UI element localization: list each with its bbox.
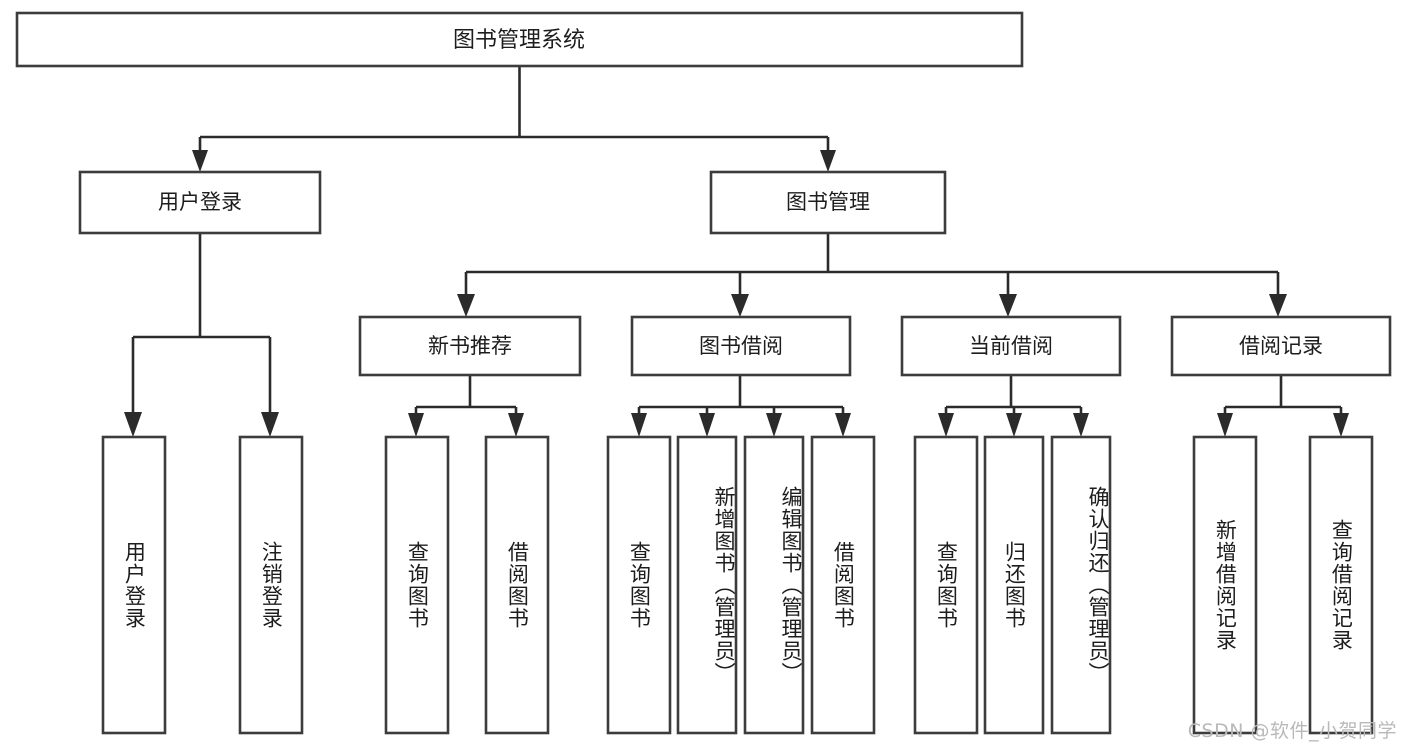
- arrow-leaf-edit-book: [766, 413, 782, 437]
- arrow-leaf-return-book: [1006, 413, 1022, 437]
- arrow-leaf-add-record: [1217, 413, 1233, 437]
- leaf-add-record-box[interactable]: [1192, 435, 1258, 735]
- arrow-leaf-add-book: [699, 413, 715, 437]
- leaf-query-book-1-box[interactable]: [384, 435, 450, 735]
- node-current-borrow-box[interactable]: [900, 315, 1122, 377]
- node-borrow-record-box[interactable]: [1170, 315, 1392, 377]
- leaf-user-login-box[interactable]: [101, 435, 167, 735]
- node-root-box[interactable]: [15, 11, 1024, 68]
- arrow-leaf-query-record: [1333, 413, 1349, 437]
- arrow-current-borrow: [999, 294, 1017, 317]
- node-new-book-box[interactable]: [358, 315, 582, 377]
- arrow-book-borrow: [731, 294, 749, 317]
- leaf-edit-book-box[interactable]: [743, 435, 805, 735]
- leaf-confirm-return-box[interactable]: [1050, 435, 1112, 735]
- connector-group-root-to-level2: [192, 66, 836, 172]
- leaf-add-book-box[interactable]: [676, 435, 738, 735]
- arrow-leaf-query-book-3: [938, 413, 954, 437]
- arrow-user-login: [192, 150, 208, 172]
- arrow-borrow-record: [1269, 294, 1287, 317]
- leaf-query-book-3-box[interactable]: [913, 435, 979, 735]
- leaf-query-book-2-box[interactable]: [606, 435, 672, 735]
- node-borrow-record-label: 借阅记录: [1239, 334, 1323, 358]
- node-root-label: 图书管理系统: [453, 28, 585, 53]
- arrow-leaf-confirm-return: [1073, 413, 1089, 437]
- node-book-manage-box[interactable]: [709, 170, 947, 235]
- arrow-new-book: [457, 294, 475, 317]
- csdn-watermark: CSDN @软件_小贺同学: [1187, 720, 1397, 742]
- node-new-book-label: 新书推荐: [428, 334, 512, 358]
- connector-group-book-manage-to-level3: [457, 233, 1287, 317]
- arrow-leaf-user-login: [124, 412, 142, 437]
- arrow-leaf-borrow-book-2: [835, 413, 851, 437]
- leaf-return-book-box[interactable]: [983, 435, 1045, 735]
- node-book-borrow-box[interactable]: [630, 315, 852, 377]
- connector-group-user-login-to-leaves: [124, 233, 279, 437]
- arrow-leaf-logout: [261, 412, 279, 437]
- node-user-login-box[interactable]: [78, 170, 322, 235]
- node-current-borrow-label: 当前借阅: [969, 334, 1053, 358]
- arrow-leaf-query-book-1: [408, 413, 424, 437]
- arrow-leaf-query-book-2: [631, 413, 647, 437]
- connector-group-borrow-record-to-leaves: [1217, 375, 1349, 437]
- node-user-login-label: 用户登录: [158, 190, 242, 214]
- leaf-query-record-box[interactable]: [1308, 435, 1374, 735]
- connector-group-book-borrow-to-leaves: [631, 375, 851, 437]
- arrow-leaf-borrow-book-1: [508, 413, 524, 437]
- leaf-borrow-book-1-box[interactable]: [484, 435, 550, 735]
- node-book-borrow-label: 图书借阅: [699, 334, 783, 358]
- connector-group-new-book-to-leaves: [408, 375, 524, 437]
- leaf-logout-box[interactable]: [238, 435, 304, 735]
- node-book-manage-label: 图书管理: [786, 190, 870, 214]
- connector-group-current-borrow-to-leaves: [938, 375, 1089, 437]
- leaf-borrow-book-2-box[interactable]: [810, 435, 876, 735]
- arrow-book-manage: [820, 150, 836, 172]
